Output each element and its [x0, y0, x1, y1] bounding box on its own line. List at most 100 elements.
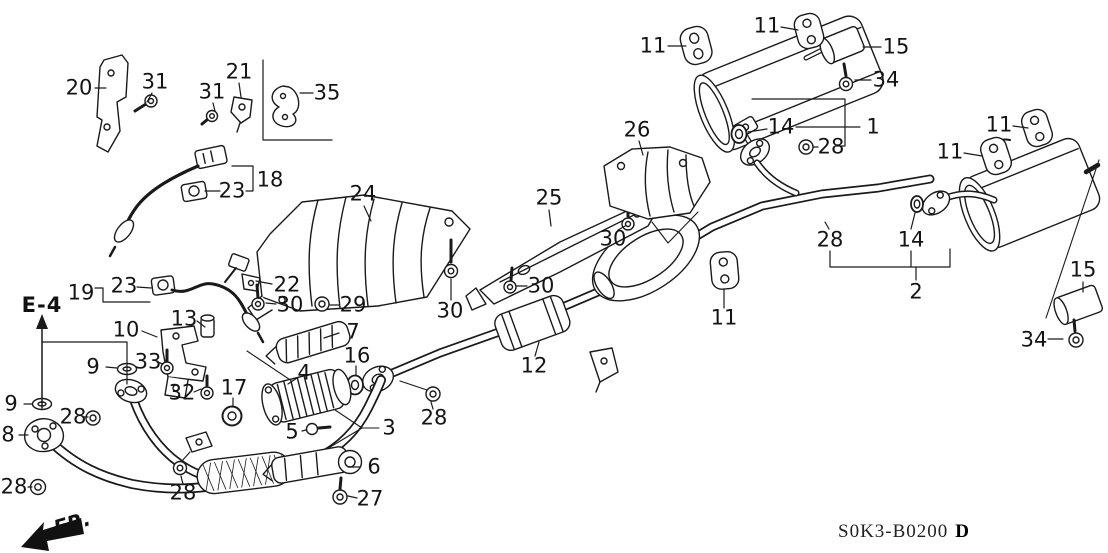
heat-shield-24	[247, 194, 471, 321]
pipe-hanger-bracket	[589, 347, 619, 393]
hook-bracket-35	[262, 59, 333, 141]
part-label-30[interactable]: 30	[527, 273, 555, 298]
converter-shield-6	[262, 446, 363, 484]
part-label-11[interactable]: 11	[753, 13, 781, 38]
part-label-26[interactable]: 26	[623, 117, 651, 142]
part-label-24[interactable]: 24	[349, 181, 377, 206]
diagram-code-suffix: D	[955, 521, 971, 542]
part-label-9[interactable]: 9	[86, 354, 100, 379]
part-label-7[interactable]: 7	[346, 319, 360, 344]
bolt-32	[200, 374, 214, 400]
bolt-31a	[133, 94, 158, 113]
nut-28a	[85, 410, 101, 426]
part-label-27[interactable]: 27	[356, 486, 384, 511]
gasket-14b	[910, 195, 924, 213]
part-label-28[interactable]: 28	[420, 405, 448, 430]
part-label-28[interactable]: 28	[817, 134, 845, 159]
part-label-6[interactable]: 6	[367, 454, 381, 479]
part-label-23[interactable]: 23	[218, 178, 246, 203]
part-label-31[interactable]: 31	[141, 69, 169, 94]
part-label-30[interactable]: 30	[599, 226, 627, 251]
part-label-4[interactable]: 4	[297, 360, 311, 385]
part-label-19[interactable]: 19	[67, 280, 95, 305]
rubber-mount-11e	[709, 250, 740, 290]
diagram-code-text: S0K3-B0200	[838, 521, 949, 542]
part-label-8[interactable]: 8	[1, 422, 15, 447]
nut-28t	[798, 139, 814, 155]
hanger-plate	[180, 431, 213, 463]
part-label-14[interactable]: 14	[767, 114, 795, 139]
part-label-30[interactable]: 30	[436, 298, 464, 323]
leader-lines	[18, 26, 1084, 499]
clamp-23a	[180, 180, 208, 203]
part-label-33[interactable]: 33	[134, 349, 162, 374]
rubber-mount-11b	[793, 12, 825, 50]
part-label-20[interactable]: 20	[65, 75, 93, 100]
part-label-28[interactable]: 28	[0, 474, 28, 499]
section-ref-e4[interactable]: E-4	[21, 293, 63, 317]
oxygen-sensor-19	[150, 253, 265, 344]
part-label-25[interactable]: 25	[535, 185, 563, 210]
part-label-9[interactable]: 9	[4, 391, 18, 416]
part-label-5[interactable]: 5	[285, 419, 299, 444]
bracket-20	[96, 54, 129, 153]
part-label-34[interactable]: 34	[872, 67, 900, 92]
part-label-12[interactable]: 12	[520, 353, 548, 378]
gasket-17	[221, 405, 243, 427]
part-label-1[interactable]: 1	[866, 114, 880, 139]
bolt-30d	[251, 283, 265, 311]
part-label-16[interactable]: 16	[343, 343, 371, 368]
nut-28c	[172, 460, 188, 476]
bolt-34a	[838, 62, 854, 92]
nut-28b	[29, 478, 47, 496]
fr-direction-arrow-icon	[21, 518, 84, 551]
part-label-35[interactable]: 35	[313, 80, 341, 105]
part-label-21[interactable]: 21	[225, 59, 253, 84]
part-label-31[interactable]: 31	[198, 79, 226, 104]
part-label-15[interactable]: 15	[882, 34, 910, 59]
stay-21	[230, 96, 253, 133]
callout-cut-line	[1045, 159, 1100, 319]
oxygen-sensor-18	[108, 144, 228, 258]
part-label-28[interactable]: 28	[59, 404, 87, 429]
branch-inlet-flange	[114, 378, 148, 404]
rubber-mount-11a	[679, 25, 713, 66]
part-label-22[interactable]: 22	[273, 272, 301, 297]
bolt-34b	[1068, 318, 1084, 348]
part-label-11[interactable]: 11	[985, 112, 1013, 137]
gasket-14a	[730, 124, 748, 144]
part-label-18[interactable]: 18	[256, 167, 284, 192]
part-label-17[interactable]: 17	[220, 375, 248, 400]
finisher-15a	[819, 25, 865, 65]
section-ref-arrow	[36, 314, 128, 409]
part-label-28[interactable]: 28	[169, 480, 197, 505]
bolt-5	[305, 422, 332, 436]
converter-shield-7	[265, 320, 351, 365]
part-label-34[interactable]: 34	[1020, 327, 1048, 352]
part-label-11[interactable]: 11	[710, 305, 738, 330]
nut-28d	[399, 380, 441, 402]
part-label-11[interactable]: 11	[639, 33, 667, 58]
y-pipe-flange	[739, 138, 771, 166]
part-label-3[interactable]: 3	[382, 415, 396, 440]
bolt-30c	[443, 238, 459, 279]
part-label-29[interactable]: 29	[339, 292, 367, 317]
part-label-28[interactable]: 28	[816, 227, 844, 252]
front-pipe-flange-8	[23, 418, 65, 453]
part-label-13[interactable]: 13	[170, 306, 198, 331]
part-label-32[interactable]: 32	[168, 380, 196, 405]
part-label-11[interactable]: 11	[936, 139, 964, 164]
part-label-30[interactable]: 30	[276, 292, 304, 317]
part-label-14[interactable]: 14	[897, 227, 925, 252]
part-label-23[interactable]: 23	[110, 273, 138, 298]
heat-shield-26	[603, 146, 711, 244]
part-label-15[interactable]: 15	[1069, 257, 1097, 282]
rubber-13	[200, 314, 215, 338]
catalytic-converter-4	[261, 368, 352, 426]
part-label-2[interactable]: 2	[909, 279, 923, 304]
part-label-10[interactable]: 10	[112, 317, 140, 342]
bolt-33	[160, 348, 174, 375]
